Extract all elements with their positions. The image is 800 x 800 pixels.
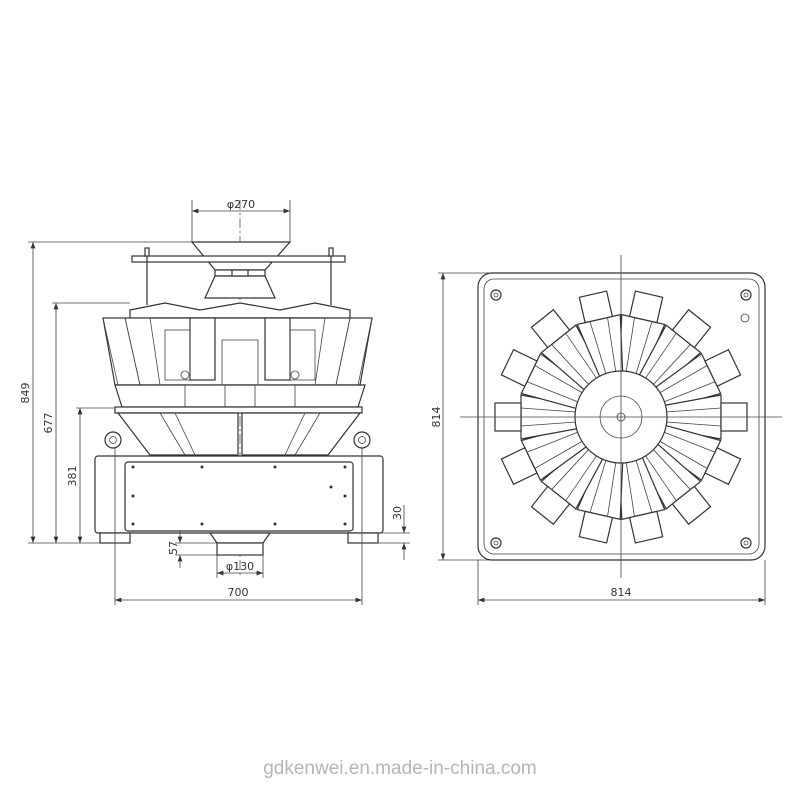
- dim-head-height: 677: [42, 413, 55, 434]
- dim-platform-height: 381: [66, 466, 79, 487]
- weigh-bucket: [618, 452, 666, 544]
- corner-bolts: [490, 289, 752, 549]
- dim-outlet-length: 57: [167, 541, 180, 555]
- weigh-bucket-star: [494, 290, 748, 544]
- dim-hopper-diameter: φ270: [227, 198, 255, 211]
- weigh-bucket: [576, 452, 624, 544]
- platform: [114, 406, 363, 414]
- weigh-bucket: [636, 308, 712, 394]
- lifting-eyes: [104, 431, 371, 449]
- dim-total-height: 849: [19, 383, 32, 404]
- dim-outlet-diameter: φ130: [226, 560, 254, 573]
- weighing-heads: [102, 302, 373, 408]
- outlet-cone: [208, 532, 272, 544]
- discharge-chutes: [116, 412, 362, 456]
- weigh-bucket: [651, 423, 742, 486]
- foot-right: [347, 532, 379, 544]
- weigh-bucket: [530, 308, 606, 394]
- top-dimensions: 814 814: [430, 272, 766, 605]
- dim-top-width: 814: [611, 586, 632, 599]
- outlet: [216, 542, 264, 556]
- feed-hopper: [190, 241, 292, 299]
- front-view: φ270 849 677 381 30 57 φ130 700: [19, 198, 410, 605]
- dim-depth: 814: [430, 407, 443, 428]
- dim-foot-height: 30: [391, 506, 404, 520]
- weigh-bucket: [530, 440, 606, 526]
- support-bar: [131, 247, 346, 305]
- front-dimensions: φ270 849 677 381 30 57 φ130 700: [19, 198, 410, 605]
- dim-width: 700: [228, 586, 249, 599]
- base-frame: [94, 455, 384, 544]
- watermark: gdkenwei.en.made-in-china.com: [263, 758, 537, 779]
- top-view: 814 814: [430, 255, 782, 605]
